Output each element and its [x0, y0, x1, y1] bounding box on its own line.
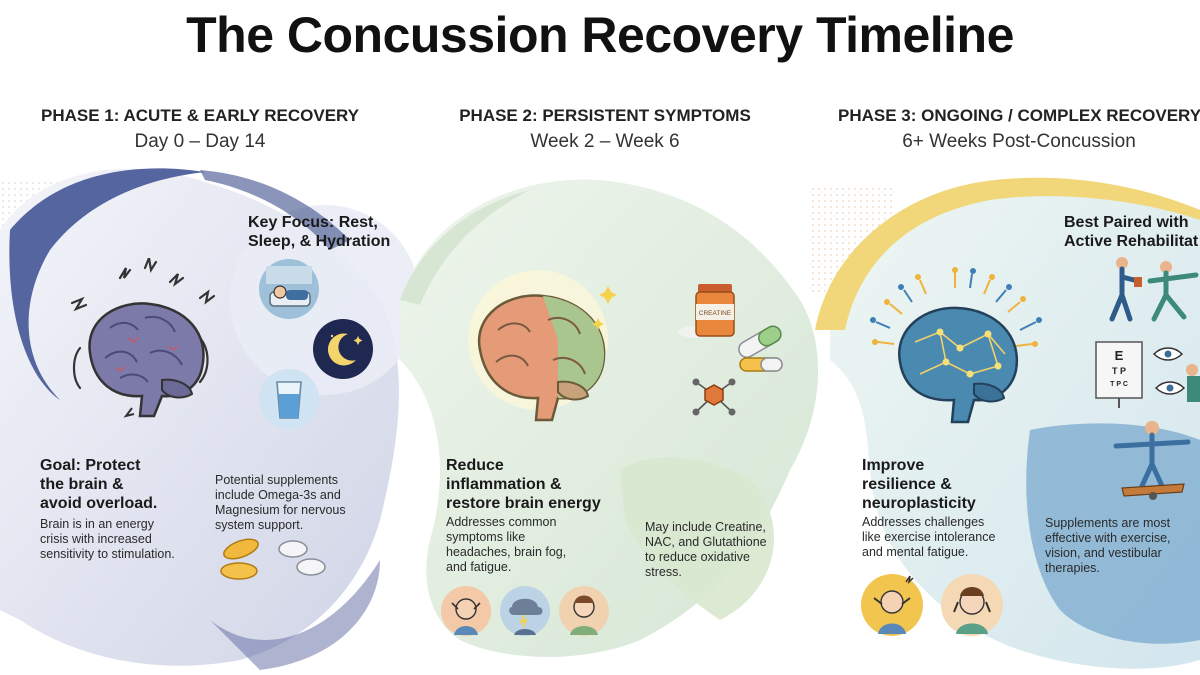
fatigue-person-icon [559, 586, 609, 636]
phase3-range: 6+ Weeks Post-Concussion [902, 131, 1136, 152]
moon-icon [313, 319, 373, 379]
phase1-supplements: Potential supplements include Omega-3s a… [215, 473, 346, 532]
phase3-focus: Best Paired with Active Rehabilitat [1064, 214, 1199, 250]
vision-therapy-icon: E T P T P C [1095, 341, 1200, 408]
phase2-title: PHASE 2: PERSISTENT SYMPTOMS [459, 106, 751, 125]
eye-icon [1152, 347, 1186, 395]
phase2-range: Week 2 – Week 6 [530, 131, 680, 152]
phase3-goal: Improve resilience & neuroplasticity [862, 457, 976, 512]
molecule-icon [692, 378, 736, 416]
phase1-title: PHASE 1: ACUTE & EARLY RECOVERY [40, 106, 360, 125]
mental-fatigue-icon [941, 574, 1003, 636]
capsule-pills-icon [738, 325, 783, 372]
page-title: The Concussion Recovery Timeline [186, 7, 1014, 63]
phase1-goal-body: Brain is in an energy crisis with increa… [40, 517, 175, 561]
symptom-faces-row [441, 586, 609, 636]
stressed-brain-icon [70, 258, 216, 418]
creatine-label: CREATINE [699, 310, 732, 317]
phase1-goal: Goal: Protect the brain & avoid overload… [40, 457, 158, 512]
supplement-pills-icon [220, 538, 326, 580]
recovery-faces-row [861, 574, 1003, 636]
sleeping-bed-icon [259, 259, 319, 319]
phase2-goal-body: Addresses common symptoms like headaches… [446, 515, 567, 574]
rehab-exercise-icon [1109, 257, 1199, 322]
brain-fog-icon [500, 586, 550, 636]
glowing-brain-icon [468, 270, 617, 422]
neuroplastic-brain-icon [870, 267, 1042, 424]
headache-person-icon [441, 586, 491, 636]
phase2-goal: Reduce inflammation & restore brain ener… [446, 457, 601, 512]
phase3-supplements: Supplements are most effective with exer… [1045, 516, 1171, 575]
phase2-supplements: May include Creatine, NAC, and Glutathio… [645, 520, 767, 579]
phase1-focus: Key Focus: Rest, Sleep, & Hydration [248, 214, 391, 250]
phase3-goal-body: Addresses challenges like exercise intol… [862, 515, 996, 559]
eye-chart-row-2: T P [1112, 366, 1126, 376]
creatine-jar-icon: CREATINE [678, 284, 735, 338]
eye-chart-row-1: E [1115, 348, 1124, 363]
eye-chart-row-3: T P C [1110, 381, 1128, 388]
water-glass-icon [259, 369, 319, 429]
exercise-intolerance-icon [861, 574, 923, 636]
phase1-range: Day 0 – Day 14 [134, 131, 266, 152]
balance-board-icon [1113, 421, 1191, 500]
phase3-title: PHASE 3: ONGOING / COMPLEX RECOVERY [838, 106, 1200, 125]
